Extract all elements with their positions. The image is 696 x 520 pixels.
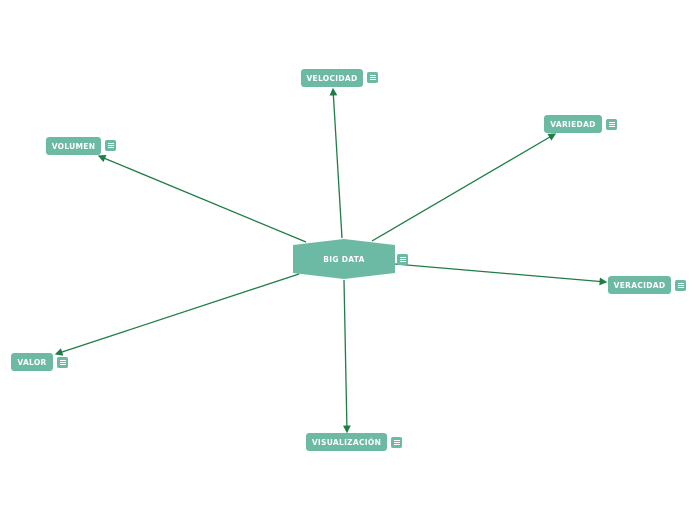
topic-volumen[interactable]: VOLUMEN xyxy=(46,137,101,155)
topic-label: VELOCIDAD xyxy=(306,73,358,83)
central-topic-label: BIG DATA xyxy=(323,254,365,264)
topic-veracidad[interactable]: VERACIDAD xyxy=(608,276,671,294)
note-icon[interactable] xyxy=(397,254,408,265)
topic-velocidad[interactable]: VELOCIDAD xyxy=(301,69,363,87)
topic-label: VALOR xyxy=(17,357,47,367)
topic-label: VOLUMEN xyxy=(51,141,96,151)
note-icon[interactable] xyxy=(391,437,402,448)
note-icon[interactable] xyxy=(105,140,116,151)
central-topic-big-data[interactable]: BIG DATA xyxy=(293,239,395,279)
link-variedad xyxy=(371,133,557,242)
note-icon[interactable] xyxy=(367,72,378,83)
topic-label: VISUALIZACIÓN xyxy=(311,437,382,447)
link-valor xyxy=(54,273,300,356)
topic-valor[interactable]: VALOR xyxy=(11,353,53,371)
topic-label: VERACIDAD xyxy=(613,280,666,290)
topic-variedad[interactable]: VARIEDAD xyxy=(544,115,602,133)
hexagon-shape xyxy=(293,239,395,279)
note-icon[interactable] xyxy=(675,280,686,291)
link-velocidad xyxy=(329,87,343,239)
link-visualizacion xyxy=(342,279,351,434)
note-icon[interactable] xyxy=(57,357,68,368)
topic-visualizacion[interactable]: VISUALIZACIÓN xyxy=(306,433,387,451)
link-veracidad xyxy=(394,263,608,286)
link-volumen xyxy=(97,154,307,243)
topic-label: VARIEDAD xyxy=(550,119,596,129)
note-icon[interactable] xyxy=(606,119,617,130)
